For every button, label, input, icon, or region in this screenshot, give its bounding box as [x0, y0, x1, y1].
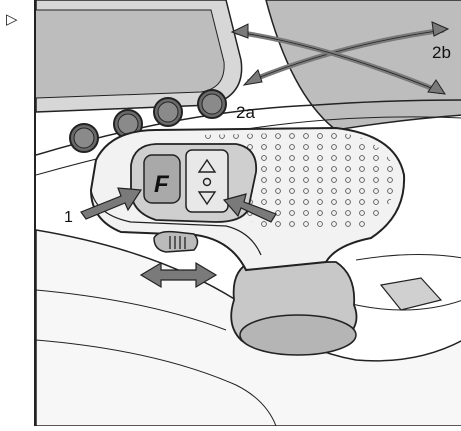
selector-base-ring: [240, 315, 356, 355]
console-right-slot: [381, 278, 441, 310]
f-button[interactable]: F: [144, 155, 180, 203]
gear-selector-illustration: F 1 2a 2b: [36, 0, 461, 426]
section-marker-icon: ▷: [6, 10, 18, 28]
gear-toggle-switch[interactable]: [186, 150, 228, 212]
f-button-label: F: [154, 171, 170, 198]
illustration-frame: F 1 2a 2b: [34, 0, 461, 426]
label-1: 1: [64, 209, 73, 226]
label-2b: 2b: [432, 43, 451, 62]
dashboard-bezel: [36, 10, 224, 98]
label-2a: 2a: [236, 103, 255, 122]
release-knob[interactable]: [154, 232, 198, 252]
